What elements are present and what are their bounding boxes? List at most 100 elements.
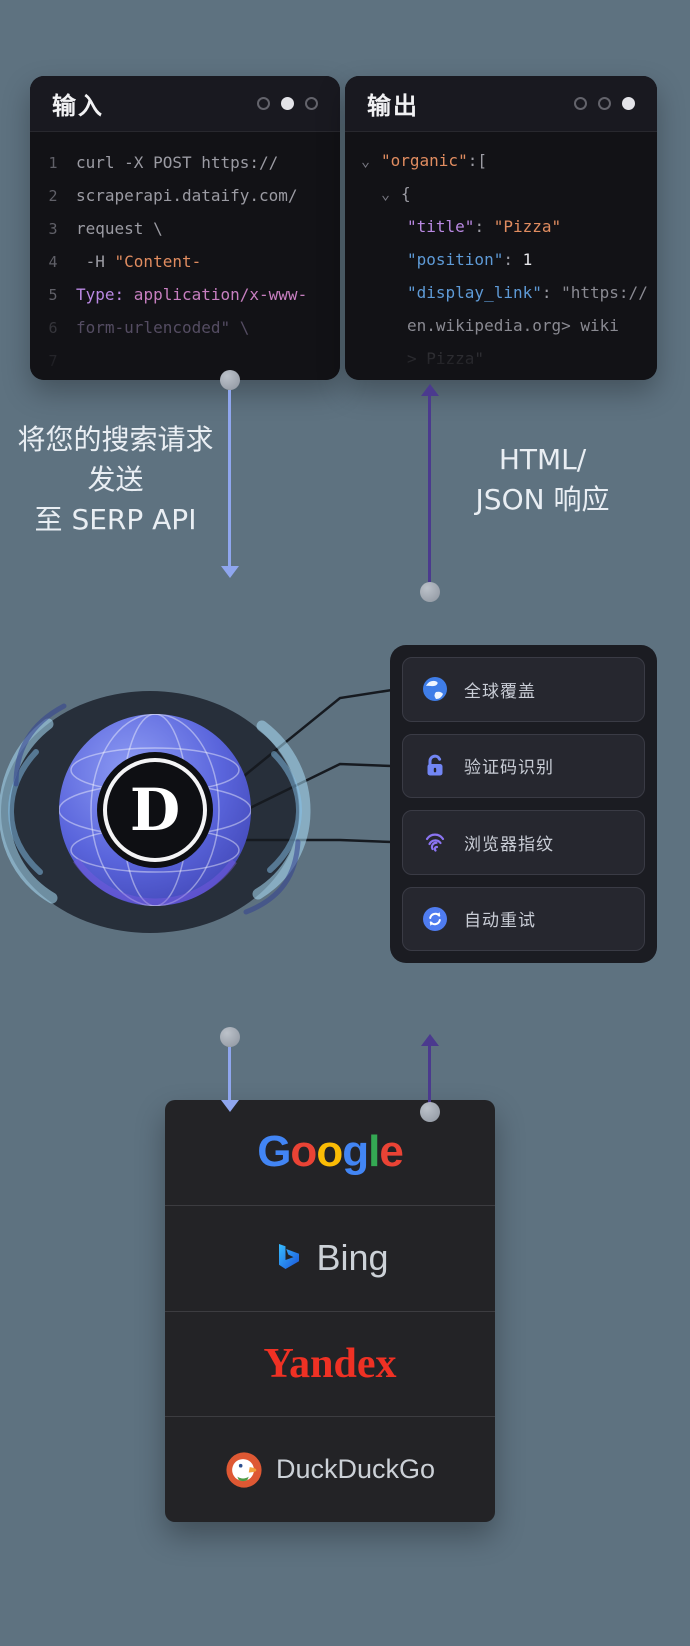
json-key: "organic" — [381, 151, 468, 170]
google-letter: G — [257, 1127, 291, 1177]
json-row: en.wikipedia.org> wiki — [345, 309, 657, 342]
code-line: 1 curl -X POST https:// — [30, 146, 340, 179]
json-row: > Pizza" — [345, 342, 657, 375]
bing-icon — [271, 1242, 303, 1274]
google-letter: o — [290, 1127, 317, 1177]
arrow-up-icon — [421, 384, 439, 396]
code-text: request \ — [76, 219, 163, 238]
duckduckgo-label: DuckDuckGo — [275, 1454, 436, 1485]
engine-row-yandex: Yandex — [165, 1312, 495, 1418]
feature-item-auto-retry: 自动重试 — [402, 886, 645, 951]
window-dot — [622, 97, 635, 110]
code-line: 5 Type: application/x-www- — [30, 278, 340, 311]
flow-node-circle — [420, 582, 440, 602]
json-row: "display_link": "https:// — [345, 276, 657, 309]
caption-send-request: 将您的搜索请求 发送 至 SERP API — [8, 420, 223, 540]
json-punct: : — [474, 217, 494, 236]
input-code-body: 1 curl -X POST https:// 2 scraperapi.dat… — [30, 132, 340, 377]
flow-line-down — [228, 1047, 231, 1102]
arrow-down-icon — [221, 1100, 239, 1112]
engine-row-duckduckgo: DuckDuckGo — [165, 1417, 495, 1522]
flow-line-up — [428, 396, 431, 582]
flow-line-down — [228, 390, 231, 566]
code-text: -H — [76, 252, 115, 271]
json-value: "https:// — [561, 283, 648, 302]
caption-line: HTML/ — [498, 443, 587, 476]
code-line: 3 request \ — [30, 212, 340, 245]
json-value: "Pizza" — [493, 217, 562, 236]
flow-line-up — [428, 1046, 431, 1104]
chevron-down-icon: ⌄ — [381, 184, 391, 203]
json-value: > Pizza" — [407, 349, 485, 368]
caption-response: HTML/ JSON 响应 — [430, 440, 655, 520]
swirl-strokes — [0, 703, 311, 915]
code-text: application/x-www- — [124, 285, 308, 304]
caption-line: 至 SERP API — [34, 503, 197, 536]
output-code-window: 输出 ⌄"organic":[ ⌄{ "title": "Pizza" "pos… — [345, 76, 657, 380]
json-value: en.wikipedia.org> wiki — [407, 316, 619, 335]
google-letter: o — [316, 1127, 343, 1177]
globe-illustration: D — [0, 688, 393, 933]
google-logo: Google — [257, 1127, 404, 1177]
engine-row-bing: Bing — [165, 1206, 495, 1312]
json-row: "position": 1 — [345, 243, 657, 276]
json-punct: { — [401, 184, 411, 203]
code-line: 4 -H "Content- — [30, 245, 340, 278]
feature-item-captcha-solving: 验证码识别 — [402, 733, 645, 798]
caption-line: JSON 响应 — [475, 483, 610, 516]
fingerprint-icon — [421, 828, 449, 856]
arrow-up-icon — [421, 1034, 439, 1046]
globe-icon — [421, 675, 449, 703]
chevron-down-icon: ⌄ — [361, 151, 371, 170]
window-dots — [574, 97, 635, 110]
json-row: ⌄ "organic":[ — [345, 144, 657, 177]
search-engine-card: Google Bing Yandex — [165, 1100, 495, 1522]
connector-lines — [243, 688, 393, 844]
json-key: "position" — [407, 250, 504, 269]
window-dots — [257, 97, 318, 110]
feature-label: 自动重试 — [464, 911, 536, 932]
bing-label: Bing — [316, 1237, 389, 1279]
window-dot — [305, 97, 318, 110]
json-row: "title": "Pizza" — [345, 210, 657, 243]
line-number: 3 — [48, 219, 58, 238]
input-window-title: 输入 — [52, 92, 104, 120]
line-number: 7 — [48, 351, 58, 370]
flow-node-circle — [220, 370, 240, 390]
code-line: 6 form-urlencoded" \ — [30, 311, 340, 344]
line-number: 6 — [48, 318, 58, 337]
window-dot — [257, 97, 270, 110]
json-punct: :[ — [467, 151, 487, 170]
duckduckgo-icon — [225, 1451, 263, 1489]
feature-label: 验证码识别 — [464, 758, 554, 779]
line-number: 5 — [48, 285, 58, 304]
code-text: scraperapi.dataify.com/ — [76, 186, 298, 205]
caption-line: 将您的搜索请求 — [17, 423, 214, 456]
input-window-header: 输入 — [30, 76, 340, 132]
line-number: 1 — [48, 153, 58, 172]
refresh-icon — [421, 905, 449, 933]
line-number: 4 — [48, 252, 58, 271]
yandex-logo: Yandex — [263, 1340, 397, 1387]
json-punct: : — [503, 250, 523, 269]
code-line: 7 — [30, 344, 340, 377]
json-key: "title" — [407, 217, 475, 236]
json-row: ⌄{ — [345, 177, 657, 210]
output-json-body: ⌄"organic":[ ⌄{ "title": "Pizza" "positi… — [345, 132, 657, 375]
window-dot — [281, 97, 294, 110]
json-value: 1 — [522, 250, 533, 269]
line-number: 2 — [48, 186, 58, 205]
feature-panel: 全球覆盖 验证码识别 浏览器指纹 — [390, 645, 657, 963]
output-window-title: 输出 — [367, 92, 419, 120]
code-text: curl -X POST https:// — [76, 153, 279, 172]
feature-label: 浏览器指纹 — [464, 834, 554, 855]
flow-node-circle — [420, 1102, 440, 1122]
code-text: Type: — [76, 285, 125, 304]
logo-letter: D — [130, 776, 180, 844]
logo-badge — [97, 752, 213, 868]
google-letter: l — [368, 1127, 380, 1177]
feature-item-global-coverage: 全球覆盖 — [402, 657, 645, 722]
window-dot — [574, 97, 587, 110]
caption-line: 发送 — [87, 463, 144, 496]
